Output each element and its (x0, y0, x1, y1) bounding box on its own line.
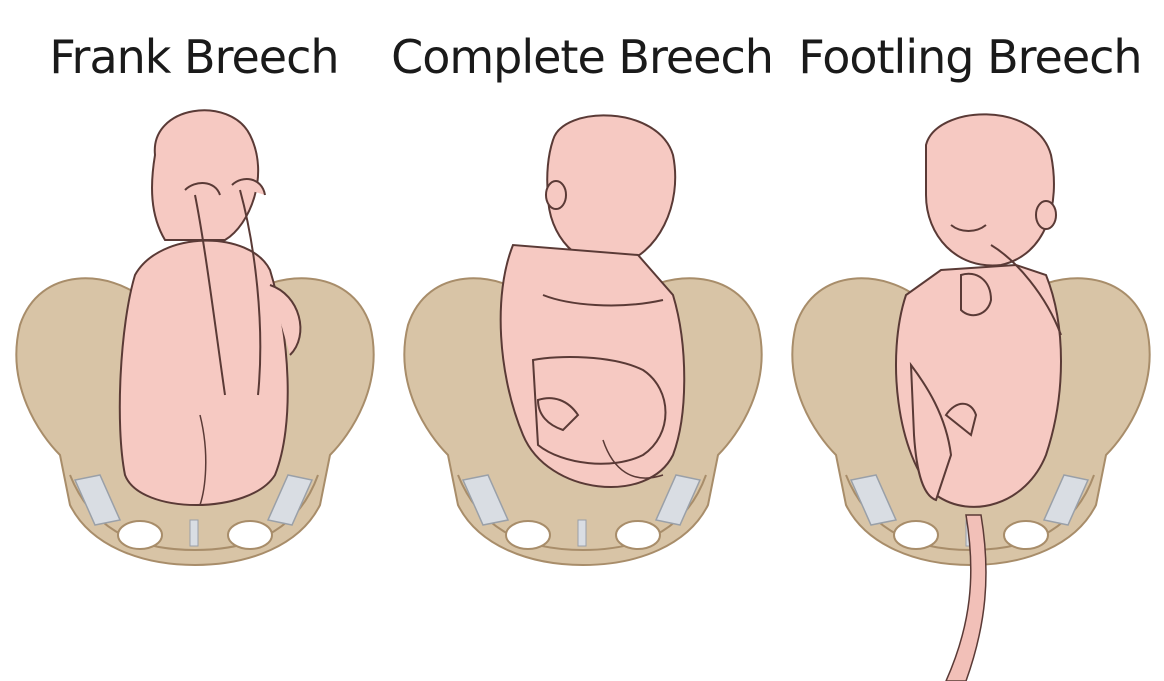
footling-breech-illustration (776, 95, 1164, 681)
panel-title: Footling Breech (776, 30, 1164, 84)
baby-image (120, 110, 301, 505)
complete-breech-svg (388, 95, 776, 681)
frank-breech-illustration (0, 95, 388, 681)
panel-complete-breech: Complete Breech (388, 0, 776, 681)
panel-frank-breech: Frank Breech (0, 0, 388, 681)
baby-image (896, 114, 1061, 681)
complete-breech-illustration (388, 95, 776, 681)
panel-title: Complete Breech (388, 30, 776, 84)
panel-title: Frank Breech (0, 30, 388, 84)
frank-breech-svg (0, 95, 388, 681)
footling-breech-svg (776, 95, 1164, 681)
panel-footling-breech: Footling Breech (776, 0, 1164, 681)
baby-image (501, 115, 685, 487)
